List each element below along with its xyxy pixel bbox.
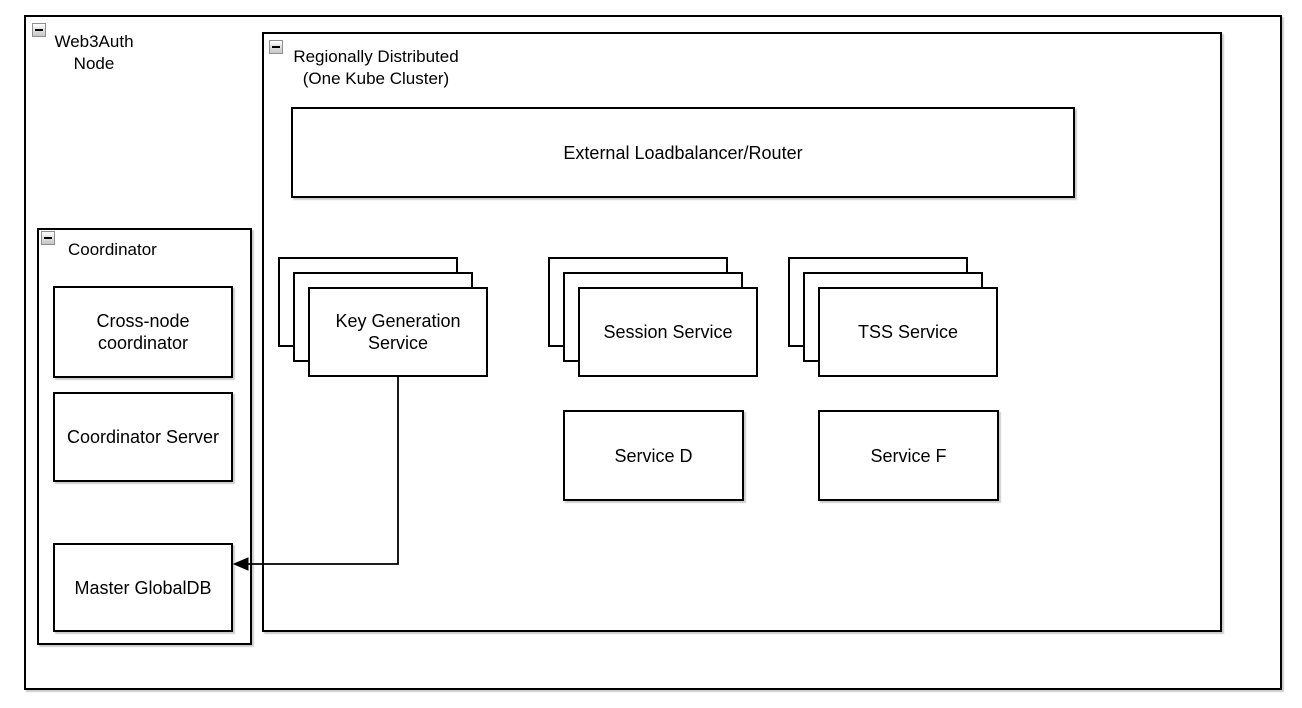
stack-front-box-tss-service[interactable]: TSS Service [818,287,998,377]
box-cross-node-coordinator[interactable]: Cross-node coordinator [53,286,233,378]
stack-front-box-key-generation[interactable]: Key Generation Service [308,287,488,377]
stack-label: Key Generation Service [335,311,461,353]
stack-key-generation-service: Key Generation Service [278,257,491,380]
stack-label: Session Service [603,322,733,342]
box-service-d-label: Service D [614,445,693,466]
container-web3auth-node-label: Web3Auth Node [54,32,134,73]
box-cross-node-coordinator-label: Cross-node coordinator [96,311,190,353]
box-external-loadbalancer-label: External Loadbalancer/Router [563,142,803,163]
box-coordinator-server-label: Coordinator Server [66,427,220,447]
stack-front-box-session-service[interactable]: Session Service [578,287,758,377]
container-coordinator-label: Coordinator [68,240,157,259]
collapse-icon[interactable] [32,23,46,37]
stack-label: TSS Service [857,322,959,342]
box-external-loadbalancer[interactable]: External Loadbalancer/Router [291,107,1075,198]
stack-tss-service: TSS Service [788,257,1001,380]
container-regionally-distributed-label: Regionally Distributed (One Kube Cluster… [293,47,459,88]
stack-session-service: Session Service [548,257,761,380]
collapse-icon[interactable] [269,40,283,54]
box-service-f[interactable]: Service F [818,410,999,501]
box-service-d[interactable]: Service D [563,410,744,501]
box-master-globaldb-label: Master GlobalDB [74,577,212,598]
collapse-icon[interactable] [41,231,55,245]
box-coordinator-server[interactable]: Coordinator Server [53,392,233,482]
box-service-f-label: Service F [870,445,947,466]
box-master-globaldb[interactable]: Master GlobalDB [53,543,233,632]
